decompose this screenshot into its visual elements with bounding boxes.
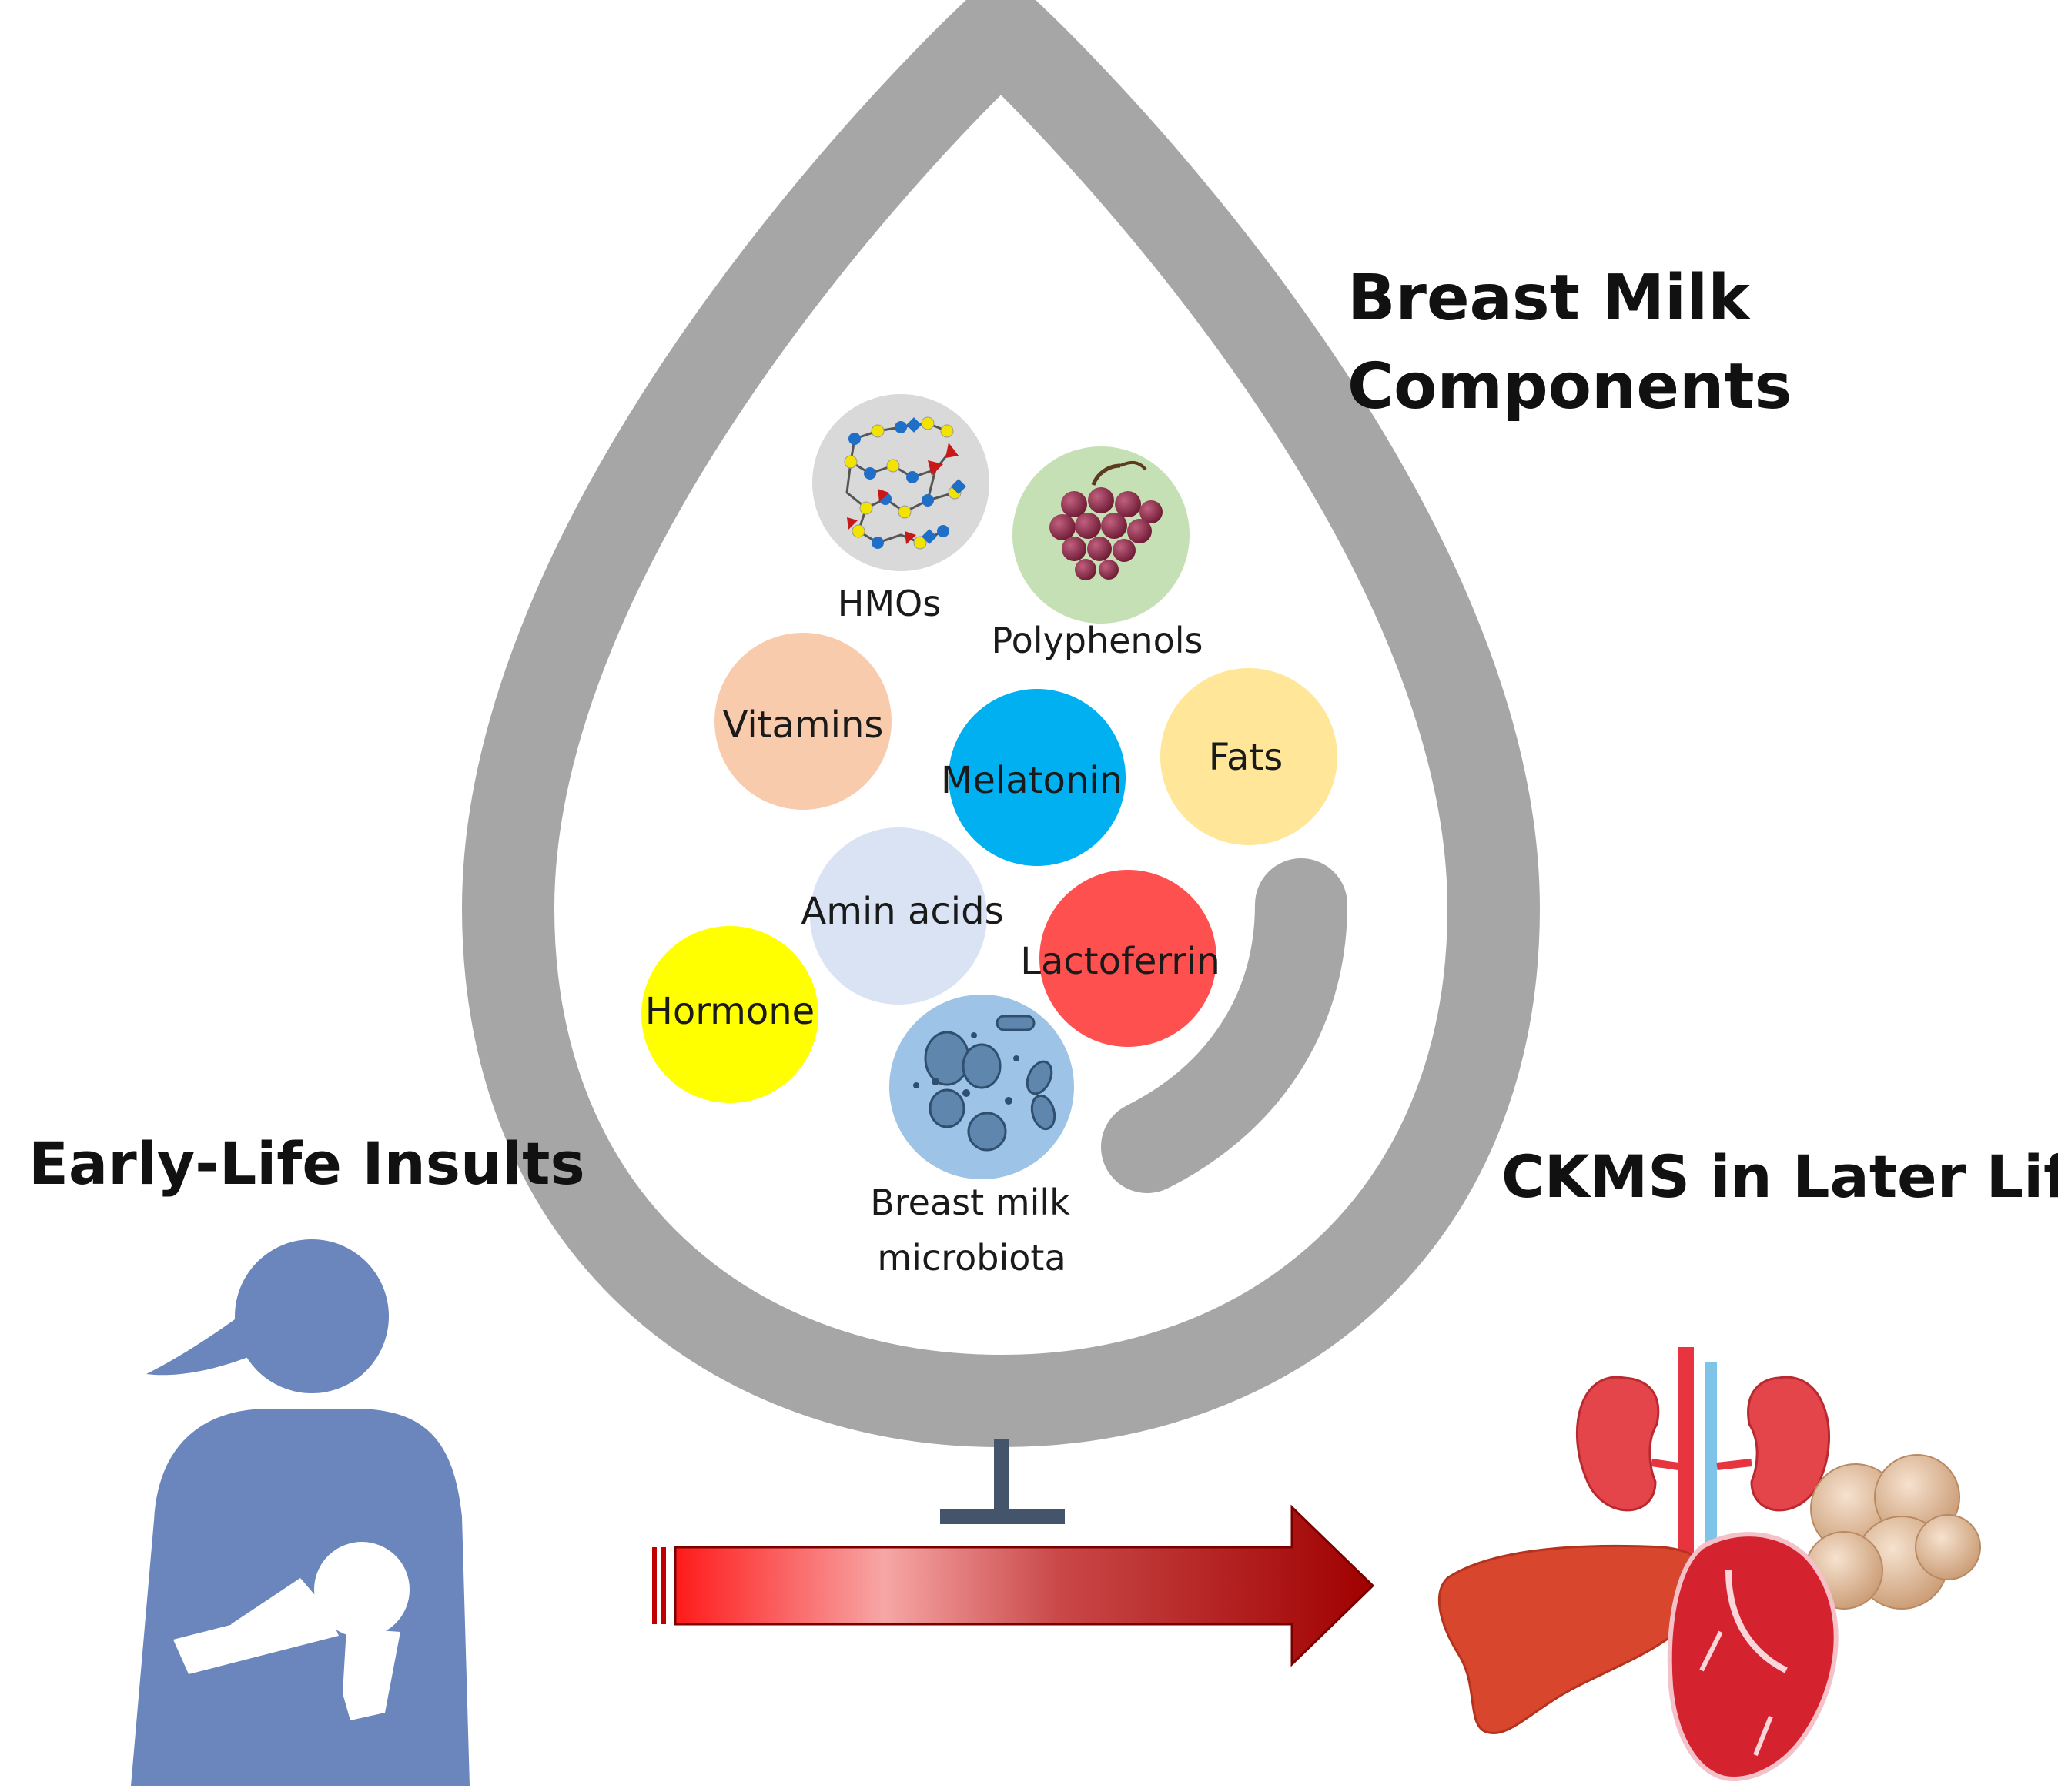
fats-label: Fats [1209, 736, 1283, 779]
hmo-yellow-circles [844, 416, 962, 550]
polyphenols-label: Polyphenols [992, 620, 1203, 661]
hormone-circle [641, 926, 818, 1103]
milk-drop-icon [462, 0, 1540, 1447]
breastfeeding-mother-icon [131, 1239, 470, 1786]
microbes-icon [924, 1015, 1056, 1152]
microbiota-label-line1: Breast milk [870, 1182, 1070, 1223]
adipose-cells [1805, 1454, 1981, 1610]
hmo-blue-squares [906, 417, 966, 544]
right-kidney [1747, 1376, 1830, 1512]
progression-arrow [652, 1504, 1375, 1667]
insults-heading: Early-Life Insults [28, 1129, 585, 1198]
hmo-red-triangles [847, 443, 959, 544]
vitamins-label: Vitamins [723, 704, 884, 747]
components-heading-line1: Breast Milk [1347, 262, 1752, 335]
melatonin-label: Melatonin [941, 759, 1123, 802]
lactoferrin-label: Lactoferrin [1020, 940, 1220, 983]
hmos-circle [812, 394, 989, 571]
vitamins-circle [714, 633, 892, 810]
melatonin-circle [949, 689, 1126, 866]
microbiota-circle [889, 995, 1074, 1179]
fats-circle [1160, 668, 1337, 845]
liver [1437, 1544, 1711, 1734]
microbe-dots [913, 1032, 1019, 1105]
hormone-label: Hormone [645, 990, 815, 1033]
microbiota-label-line2: microbiota [877, 1237, 1066, 1279]
kidney-heart-liver-adipose-icon [1437, 1347, 1981, 1781]
hmos-label: HMOs [838, 583, 941, 624]
left-kidney [1576, 1376, 1660, 1512]
polyphenols-circle [1012, 446, 1190, 624]
hmo-blue-circles [848, 421, 949, 549]
grapes-icon [1049, 460, 1163, 580]
baby-icon [173, 1542, 410, 1720]
drop-highlight-arc [1101, 858, 1347, 1193]
inhibition-tee-icon [940, 1439, 1065, 1524]
aorta [1678, 1347, 1694, 1578]
components-heading-line2: Components [1347, 350, 1792, 423]
vena-cava [1705, 1362, 1717, 1578]
lactoferrin-circle [1039, 870, 1216, 1047]
amino-acids-label: Amin acids [801, 890, 1003, 933]
heart [1667, 1532, 1839, 1781]
amino-acids-circle [810, 827, 987, 1005]
outcome-heading: CKMS in Later Life [1501, 1142, 2058, 1211]
